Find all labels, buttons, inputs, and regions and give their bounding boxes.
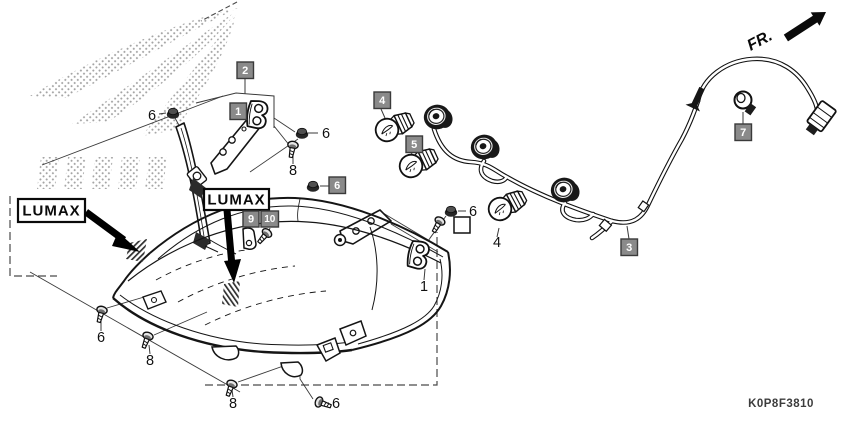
rubber-mount-part1-top: [244, 98, 270, 131]
part-label-4: 4: [493, 235, 501, 251]
fr-arrow-icon: [783, 12, 826, 42]
fr-text: FR.: [745, 27, 776, 54]
honda-wing-watermark: [30, 8, 238, 189]
fr-direction-marker: FR.: [745, 12, 826, 55]
screw-part8: [428, 214, 448, 236]
harness-tape-band: [598, 218, 613, 233]
svg-text:6: 6: [334, 180, 340, 192]
callout-10[interactable]: 10: [260, 210, 280, 228]
svg-text:4: 4: [379, 95, 386, 107]
flange-nut-part6: [306, 180, 320, 193]
part-label-8: 8: [146, 353, 154, 369]
bulb-socket: [467, 131, 502, 163]
screw-part8: [222, 378, 239, 399]
svg-text:2: 2: [242, 65, 248, 77]
svg-text:1: 1: [235, 106, 241, 118]
svg-text:3: 3: [626, 242, 632, 254]
svg-text:5: 5: [411, 139, 417, 151]
flange-nut-part6: [166, 107, 180, 120]
part-label-8: 8: [289, 163, 297, 179]
screw-part6: [93, 304, 109, 325]
screw-part10: [254, 226, 274, 247]
callout-blank-box: [453, 216, 471, 234]
part-label-6: 6: [97, 330, 105, 346]
callout-6[interactable]: 6: [328, 176, 347, 195]
lumax-arrow-icon: [112, 232, 140, 252]
svg-text:9: 9: [248, 214, 254, 226]
rubber-mount-part1-right: [404, 238, 432, 272]
part-label-6: 6: [322, 126, 330, 142]
harness-grommet-part7: [733, 90, 757, 116]
chain-lines: [9, 1, 438, 386]
flange-nut-part6: [444, 205, 458, 218]
callout-7[interactable]: 7: [734, 123, 753, 142]
harness-connector: [805, 100, 837, 136]
bulb-socket: [420, 101, 455, 133]
svg-text:7: 7: [740, 127, 746, 139]
flange-nut-part6: [295, 127, 309, 140]
screw-part6: [313, 395, 334, 412]
headlight-unit-drawing: [112, 195, 451, 378]
lumax-label-left: LUMAX: [16, 197, 140, 252]
bracket-part9: [242, 227, 257, 250]
part-label-6: 6: [332, 396, 340, 412]
part-label-8: 8: [229, 396, 237, 412]
callout-5[interactable]: 5: [405, 135, 424, 154]
callout-2[interactable]: 2: [236, 61, 255, 80]
part-label-6: 6: [148, 108, 156, 124]
lumax-label-center: LUMAX: [202, 187, 271, 283]
lumax-decal-patch-center: [222, 281, 240, 307]
part-label-1: 1: [420, 279, 428, 295]
lumax-arrow-icon: [224, 259, 241, 283]
headlight-stay-drawing: [175, 116, 262, 255]
wire-harness-drawing: [420, 56, 837, 241]
callout-9[interactable]: 9: [242, 210, 260, 228]
callout-1[interactable]: 1: [229, 102, 248, 121]
part-code: K0P8F3810: [748, 398, 814, 410]
callout-3[interactable]: 3: [620, 238, 639, 257]
part-label-6: 6: [469, 204, 477, 220]
lumax-text: LUMAX: [207, 192, 265, 209]
bulb-part4-right: [483, 185, 531, 226]
callout-4[interactable]: 4: [373, 91, 392, 110]
harness-clip: [685, 86, 705, 112]
lumax-text: LUMAX: [22, 203, 80, 220]
screw-part8: [285, 139, 300, 159]
harness-tape-band: [637, 200, 650, 213]
screw-part8: [138, 330, 155, 351]
svg-text:10: 10: [264, 214, 276, 225]
